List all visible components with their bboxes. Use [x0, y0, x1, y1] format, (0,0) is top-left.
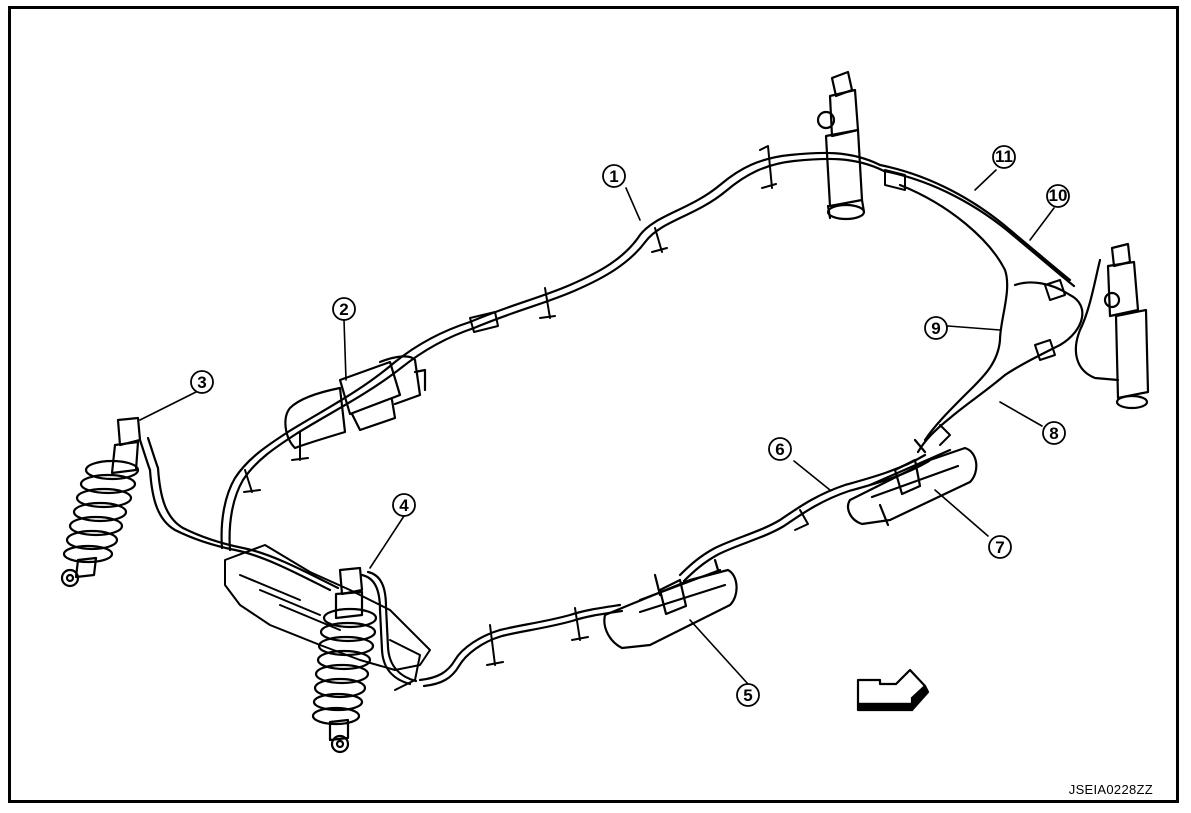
- accumulator-front-center: [603, 558, 738, 650]
- figure-code: JSEIA0228ZZ: [1068, 782, 1153, 797]
- front-crossmember-plate: [224, 544, 431, 691]
- shock-front-left: [60, 416, 142, 588]
- svg-text:9: 9: [931, 319, 940, 338]
- shock-rear-right: [1074, 242, 1150, 410]
- front-arrow-icon: [856, 668, 930, 712]
- diagram-frame: [8, 6, 1179, 803]
- spring-front-right: [311, 607, 378, 726]
- callout-10: 10: [1046, 184, 1070, 208]
- callout-6: 6: [768, 437, 792, 461]
- svg-text:2: 2: [339, 300, 348, 319]
- front-crossmember-pipes: [138, 436, 340, 592]
- svg-text:3: 3: [197, 373, 206, 392]
- svg-text:11: 11: [995, 147, 1013, 166]
- svg-text:7: 7: [995, 538, 1004, 557]
- main-pipe-right-run: [878, 163, 1076, 288]
- svg-text:10: 10: [1049, 186, 1068, 205]
- main-pipe-left-run: [220, 320, 476, 552]
- lower-pipe-run: [418, 453, 931, 688]
- callout-5: 5: [736, 683, 760, 707]
- callout-8: 8: [1042, 421, 1066, 445]
- svg-text:4: 4: [399, 496, 409, 515]
- callout-3: 3: [190, 370, 214, 394]
- return-pipe-right: [898, 183, 1084, 454]
- accumulator-rear: [846, 438, 978, 527]
- callout-11: 11: [992, 145, 1016, 169]
- accumulator-left: [284, 355, 427, 450]
- leader-lines: [139, 169, 1055, 685]
- svg-text:5: 5: [743, 686, 752, 705]
- svg-text:6: 6: [775, 440, 784, 459]
- svg-text:1: 1: [609, 167, 618, 186]
- callout-7: 7: [988, 535, 1012, 559]
- spring-front-left: [62, 459, 140, 564]
- svg-text:8: 8: [1049, 424, 1058, 443]
- callout-4: 4: [392, 493, 416, 517]
- pipe-clips: [243, 145, 1066, 666]
- main-pipe-top-run: [468, 151, 886, 330]
- callout-9: 9: [924, 316, 948, 340]
- callout-2: 2: [332, 297, 356, 321]
- shock-front-right: [311, 566, 418, 754]
- callout-1: 1: [602, 164, 626, 188]
- shock-rear-left: [816, 70, 866, 221]
